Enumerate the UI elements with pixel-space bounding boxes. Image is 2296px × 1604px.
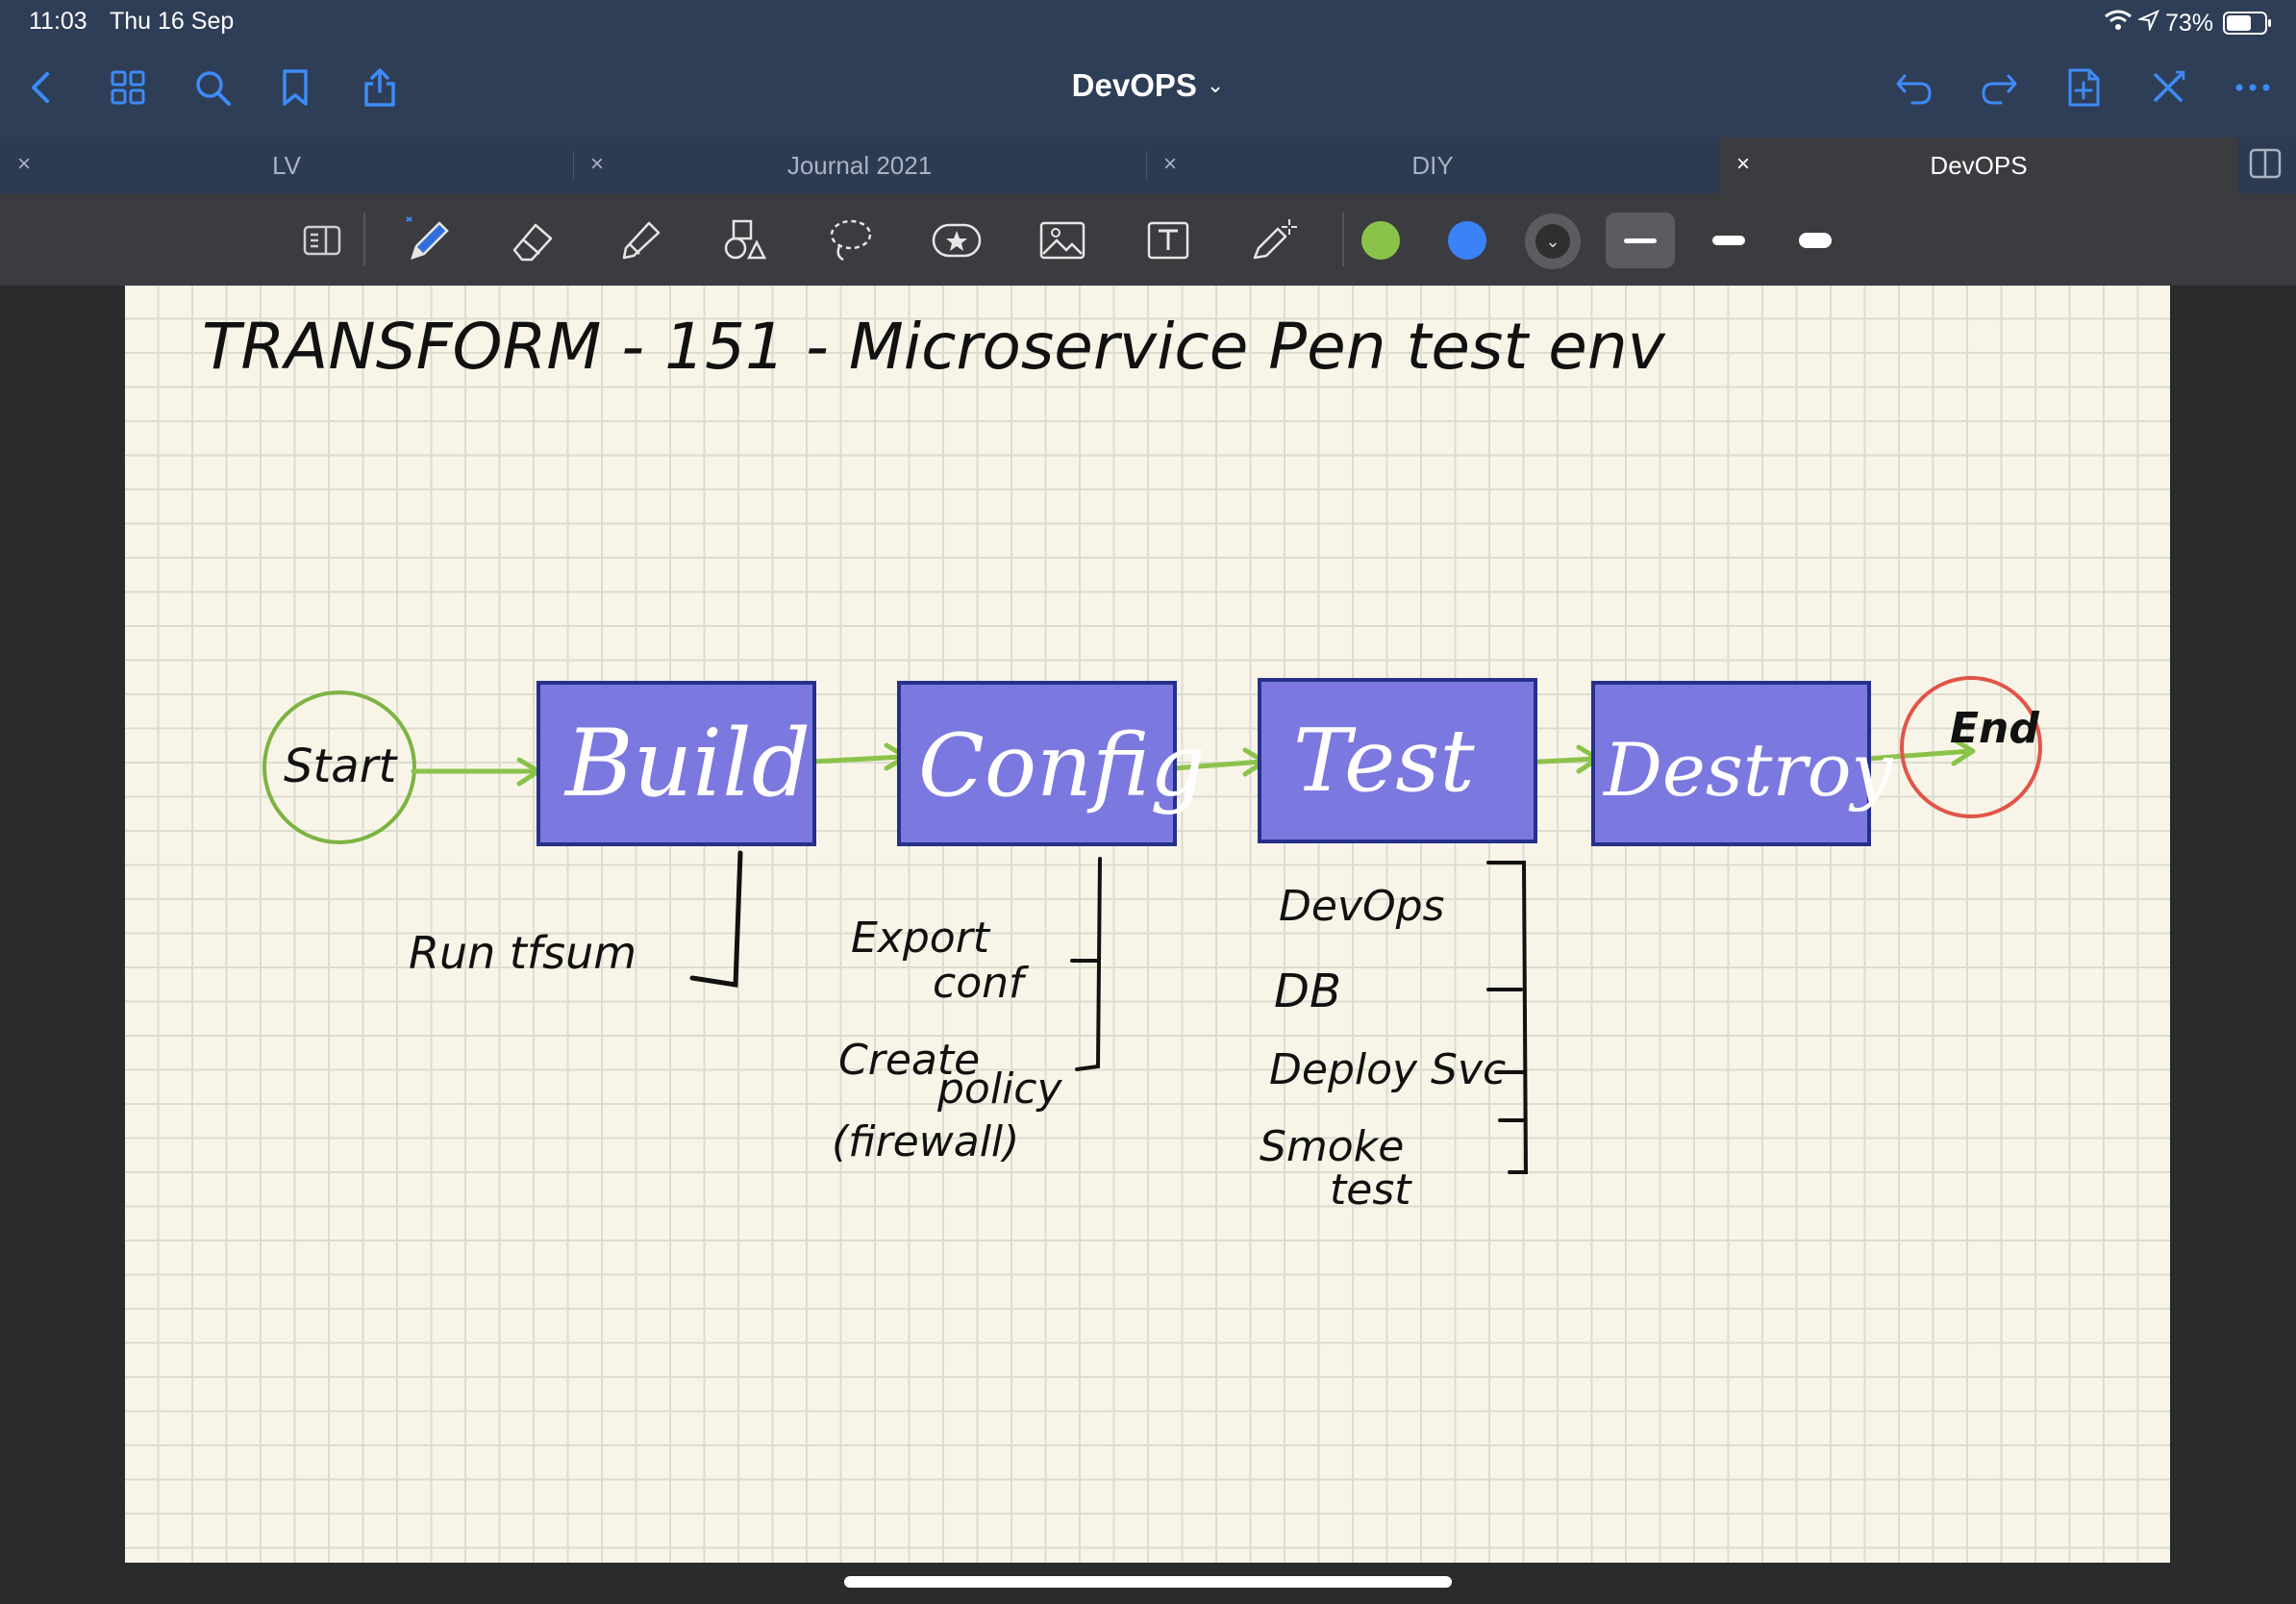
battery-percent: 73% [2164,9,2213,37]
tab-devops[interactable]: × DevOPS [1719,138,2238,193]
chevron-down-icon: ⌄ [1535,224,1570,259]
color-swatch-green[interactable] [1361,221,1400,260]
arrow-config-test [1158,759,1265,772]
close-tools-icon[interactable] [2144,63,2192,112]
bookmark-icon[interactable] [271,63,319,112]
lasso-icon[interactable] [825,214,877,266]
top-navigation-bar: 11:03 Thu 16 Sep 73% DevOPS⌄ [0,0,2296,138]
config-note: (firewall) [832,1117,1019,1166]
stage-destroy: Destroy [1591,681,1894,846]
wifi-icon [2104,9,2133,38]
close-icon[interactable]: × [1736,151,1751,177]
test-note: DevOps [1279,882,1444,931]
battery-icon [2223,12,2271,35]
undo-icon[interactable] [1890,63,1938,112]
start-node [262,690,416,844]
tab-lv[interactable]: × LV [0,138,573,193]
test-note: Deploy Svc [1269,1045,1506,1094]
search-icon[interactable] [188,63,237,112]
toolbar-divider [1342,213,1344,266]
laser-pointer-icon[interactable] [1248,214,1300,266]
tab-divider [1146,151,1147,180]
stage-label: Config [918,715,1206,816]
arrowhead [1951,737,1976,766]
toolbar-divider [363,213,365,266]
arrow-destroy-end [1864,748,1974,762]
config-note: Create [838,1036,980,1085]
arrow-build-config [810,754,907,764]
status-date: Thu 16 Sep [110,8,235,35]
pen-icon[interactable] [402,214,454,266]
reader-mode-icon[interactable] [296,214,348,266]
handwritten-diagram: TRANSFORM - 151 - Microservice Pen test … [202,310,2042,1215]
highlighter-icon[interactable] [613,214,665,266]
test-note: Smoke [1260,1122,1404,1171]
config-note: Export [851,914,991,963]
tab-label: DIY [1411,151,1454,180]
share-icon[interactable] [356,63,404,112]
sticker-icon[interactable] [931,214,983,266]
stage-build: Build [537,681,816,846]
tab-label: DevOPS [1930,151,2028,180]
stage-config: Config [897,681,1206,846]
start-label: Start [284,739,398,793]
note-title: TRANSFORM - 151 - Microservice Pen test … [202,310,1666,384]
add-page-icon[interactable] [2059,63,2108,112]
config-bracket [1070,857,1102,1071]
stage-label: Destroy [1602,727,1894,813]
redo-icon[interactable] [1975,63,2023,112]
stroke-medium[interactable] [1694,213,1763,268]
stage-test: Test [1258,678,1537,843]
more-icon[interactable] [2229,63,2277,112]
checkmark-icon [689,850,743,988]
document-title[interactable]: DevOPS⌄ [1071,67,1225,103]
color-swatch-blue[interactable] [1448,221,1486,260]
status-indicators: 73% [2104,6,2271,40]
stage-label: Test [1293,711,1475,812]
split-view-icon[interactable] [2248,146,2283,181]
home-indicator[interactable] [844,1576,1452,1588]
tab-journal-2021[interactable]: × Journal 2021 [573,138,1146,193]
test-note: DB [1274,965,1341,1018]
text-icon[interactable] [1142,214,1194,266]
location-icon [2136,9,2159,38]
config-note: policy [936,1065,1062,1114]
build-note: Run tfsum [409,927,636,979]
grid-icon[interactable] [104,63,152,112]
tab-label: LV [272,151,301,180]
test-bracket [1486,861,1529,1174]
color-swatch-more[interactable]: ⌄ [1525,213,1581,269]
shapes-icon[interactable] [719,214,771,266]
tab-label: Journal 2021 [786,151,933,180]
back-icon[interactable] [17,63,65,112]
stage-label: Build [563,710,811,817]
config-note: conf [933,959,1030,1008]
test-note: test [1330,1165,1412,1215]
eraser-icon[interactable] [508,214,560,266]
chevron-down-icon: ⌄ [1206,73,1225,97]
close-icon[interactable]: × [1163,151,1178,177]
note-page[interactable]: TRANSFORM - 151 - Microservice Pen test … [125,286,2170,1563]
close-icon[interactable]: × [17,151,32,177]
end-label: End [1950,704,2039,753]
stroke-thick[interactable] [1781,213,1850,268]
tab-bar: × LV × Journal 2021 × DIY × DevOPS [0,138,2296,193]
drawing-toolbar: ⌄ [0,193,2296,286]
tab-divider [573,151,574,180]
end-node [1900,676,2042,818]
status-time: 11:03 [29,8,87,35]
close-icon[interactable]: × [590,151,605,177]
stroke-thin[interactable] [1606,213,1675,268]
image-icon[interactable] [1036,214,1088,266]
tab-diy[interactable]: × DIY [1146,138,1719,193]
